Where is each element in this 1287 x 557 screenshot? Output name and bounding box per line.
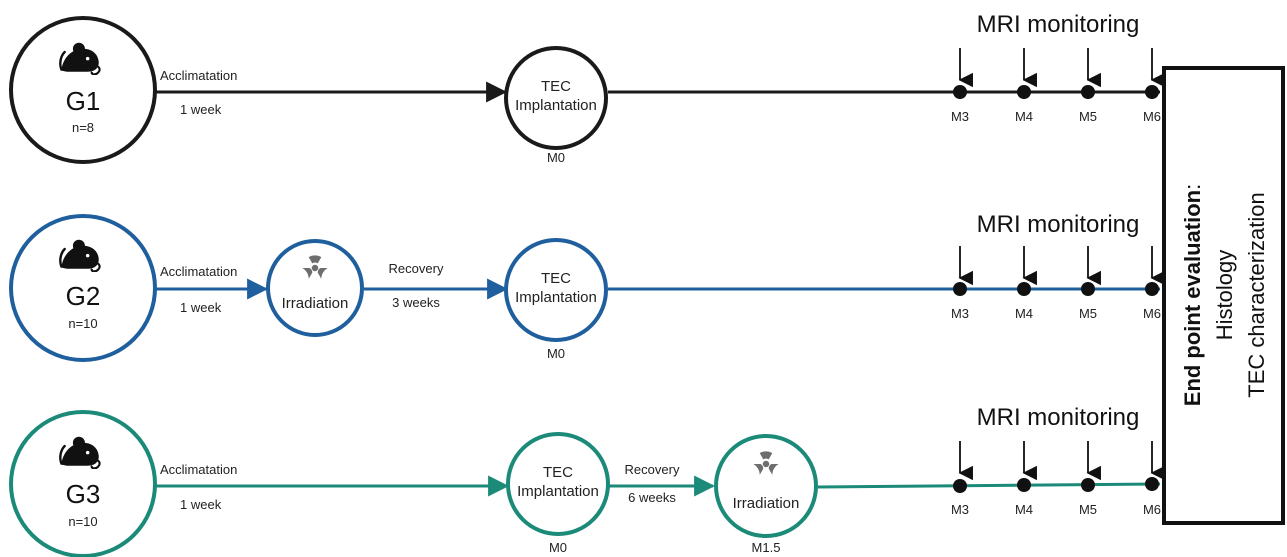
g1-timepoint-label: M5 [1079,109,1097,124]
g3-timepoint-dot [1145,477,1159,491]
g2-timepoint-label: M5 [1079,306,1097,321]
g3-group-label: G3 [66,479,101,509]
g2-group-circle [9,214,157,362]
g3-tec-time-label: M0 [549,540,567,555]
g3-timepoint-dot [1081,478,1095,492]
g1-acclimatation-label: Acclimatation [160,68,237,83]
end-point-box: End point evaluation: Histology TEC char… [1162,66,1285,525]
g3-mri-timepoints: M3 M4 M5 M6 [951,441,1165,517]
g1-tec-label: TEC [541,78,571,95]
g3-tec-label: TEC [543,464,573,481]
g1-implantation-label: Implantation [515,97,597,114]
g3-timepoint-label: M3 [951,502,969,517]
g3-irradiation-node [714,434,818,538]
g3-irradiation-label: Irradiation [733,495,800,512]
g2-mri-monitoring-title: MRI monitoring [977,211,1140,238]
g2-irradiation-label: Irradiation [282,295,349,312]
end-point-histology-label: Histology [1212,250,1237,340]
g2-timepoint-label: M3 [951,306,969,321]
g3-recovery-label: Recovery [625,462,680,477]
g2-timepoint-dot [1145,282,1159,296]
g1-mri-timepoints: M3 M4 M5 M6 [951,48,1165,124]
group-g3-row: G3 n=10 Acclimatation 1 week TEC Implant… [9,404,1165,557]
end-point-frame [1162,66,1285,525]
g2-acclimatation-duration: 1 week [180,300,222,315]
g2-tec-time-label: M0 [547,346,565,361]
g1-timepoint-label: M6 [1143,109,1161,124]
g3-sample-size: n=10 [68,514,97,529]
g3-acclimatation-label: Acclimatation [160,462,237,477]
g2-mri-timepoints: M3 M4 M5 M6 [951,246,1165,321]
g3-timepoint-dot [953,479,967,493]
g3-timepoint-label: M5 [1079,502,1097,517]
g1-timepoint-label: M3 [951,109,969,124]
g1-sample-size: n=8 [72,120,94,135]
g2-timepoint-dot [1081,282,1095,296]
g3-timeline-segment-3 [817,482,1161,489]
g3-timepoint-label: M4 [1015,502,1033,517]
g2-timepoint-dot [1017,282,1031,296]
group-g2-row: G2 n=10 Acclimatation 1 week Irradiation… [9,211,1165,362]
g2-acclimatation-label: Acclimatation [160,264,237,279]
g1-timepoint-dot [1081,85,1095,99]
g1-timepoint-label: M4 [1015,109,1033,124]
g1-timepoint-dot [1017,85,1031,99]
g3-tec-implantation-node [506,432,610,536]
g2-timepoint-label: M4 [1015,306,1033,321]
g2-tec-label: TEC [541,270,571,287]
g3-irradiation-time-label: M1.5 [752,540,781,555]
g1-group-label: G1 [66,86,101,116]
g3-acclimatation-duration: 1 week [180,497,222,512]
g1-acclimatation-duration: 1 week [180,102,222,117]
g1-tec-implantation-node [504,46,608,150]
g1-group-circle [9,16,157,164]
g2-timepoint-label: M6 [1143,306,1161,321]
end-point-tec-characterization-label: TEC characterization [1244,192,1269,397]
g3-timepoint-label: M6 [1143,502,1161,517]
g2-sample-size: n=10 [68,316,97,331]
g2-implantation-label: Implantation [515,289,597,306]
g2-recovery-label: Recovery [389,261,444,276]
end-point-evaluation-label: End point evaluation: [1180,184,1205,406]
g2-tec-implantation-node [504,238,608,342]
g2-recovery-duration: 3 weeks [392,295,440,310]
g2-timepoint-dot [953,282,967,296]
g1-timepoint-dot [1145,85,1159,99]
g3-mri-monitoring-title: MRI monitoring [977,404,1140,431]
g3-group-circle [9,410,157,557]
g1-timepoint-dot [953,85,967,99]
g2-group-label: G2 [66,281,101,311]
g1-tec-time-label: M0 [547,150,565,165]
g1-mri-monitoring-title: MRI monitoring [977,11,1140,38]
group-g1-row: G1 n=8 Acclimatation 1 week TEC Implanta… [9,11,1165,165]
g3-timepoint-dot [1017,478,1031,492]
g2-irradiation-node [266,239,364,337]
g3-implantation-label: Implantation [517,483,599,500]
g3-recovery-duration: 6 weeks [628,490,676,505]
